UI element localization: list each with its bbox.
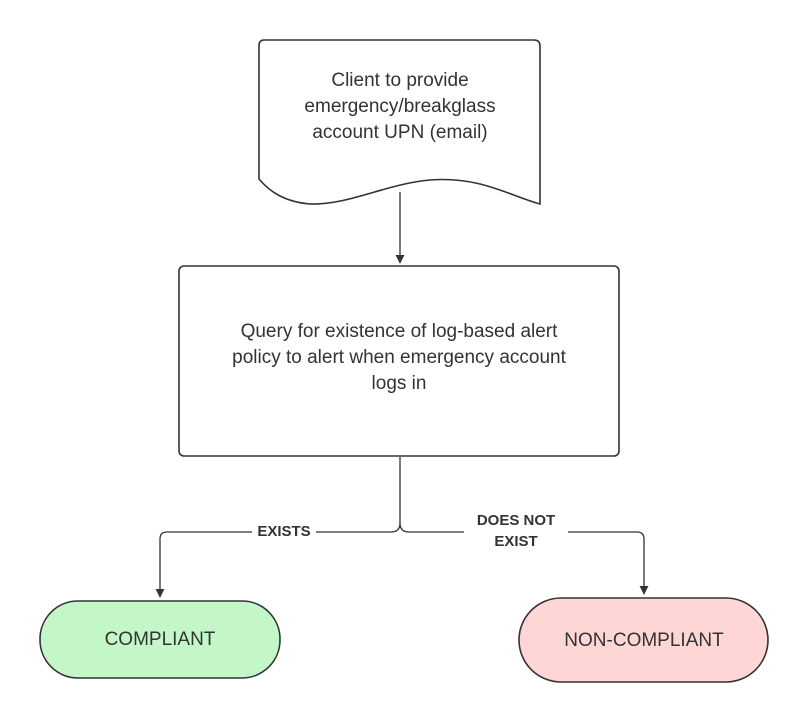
query-line-1: Query for existence of log-based alert — [241, 321, 559, 342]
compliant-label: COMPLIANT — [105, 629, 216, 650]
query-process-node[interactable]: Query for existence of log-based alert p… — [178, 265, 620, 457]
client-document-line-1: Client to provide — [331, 70, 468, 91]
non-compliant-node[interactable]: NON-COMPLIANT — [518, 597, 769, 683]
exists-edge-label: EXISTS — [257, 523, 310, 540]
compliant-node[interactable]: COMPLIANT — [39, 600, 281, 679]
compliant-shape — [39, 600, 281, 679]
query-line-3: logs in — [372, 373, 427, 394]
query-line-2: policy to alert when emergency account — [232, 347, 566, 368]
exists-label-bg — [252, 521, 316, 541]
document-shape — [258, 39, 541, 206]
does-not-exist-label-line-1: DOES NOT — [477, 512, 555, 529]
does-not-exist-label-bg — [464, 508, 568, 550]
query-process-box — [178, 265, 620, 457]
client-document-line-3: account UPN (email) — [312, 122, 487, 143]
client-document-node[interactable]: Client to provide emergency/breakglass a… — [258, 39, 541, 206]
connector-query-to-non-compliant — [399, 522, 649, 595]
client-document-line-2: emergency/breakglass — [304, 96, 495, 117]
does-not-exist-label-line-2: EXIST — [494, 533, 537, 550]
non-compliant-label: NON-COMPLIANT — [564, 630, 724, 651]
non-compliant-shape — [518, 597, 769, 683]
